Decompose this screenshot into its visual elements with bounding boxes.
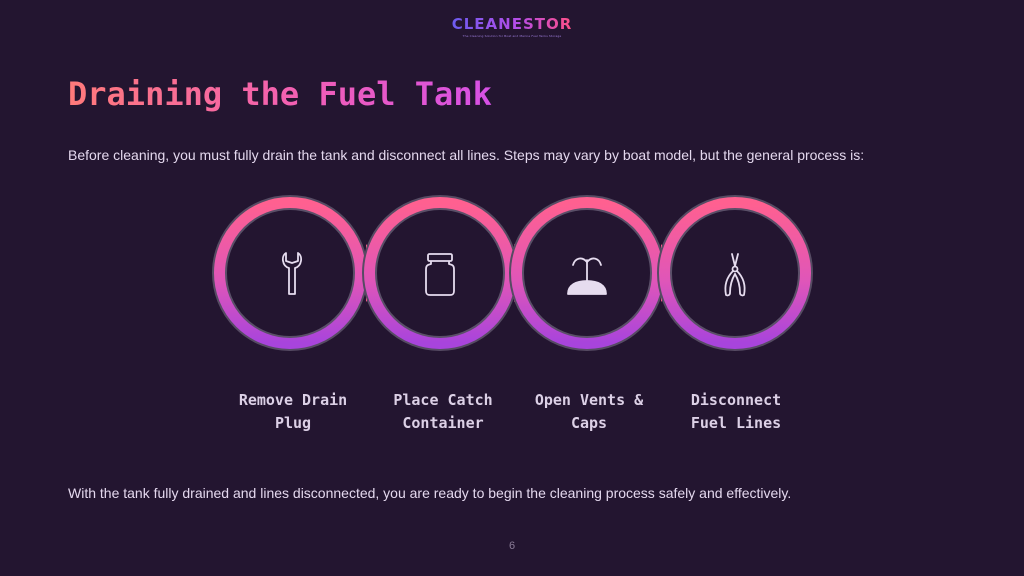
step-label-4: Disconnect Fuel Lines — [690, 391, 782, 432]
pliers-icon — [724, 253, 746, 297]
page-number: 6 — [508, 540, 516, 552]
step-ring-4 — [657, 195, 813, 351]
step-label-2: Place Catch Container — [393, 391, 493, 432]
fountain-icon — [567, 257, 607, 295]
jar-icon — [425, 253, 455, 296]
intro-text: Before cleaning, you must fully drain th… — [68, 147, 865, 163]
logo-text: CLEANESTOR — [451, 15, 573, 33]
step-label-1: Remove Drain Plug — [238, 391, 348, 432]
slide-title: Draining the Fuel Tank — [68, 72, 492, 116]
outro-text: With the tank fully drained and lines di… — [68, 485, 792, 501]
logo-tagline: The Cleaning Solution for Boat and Marin… — [462, 34, 562, 38]
step-ring-1 — [212, 195, 387, 351]
wrench-icon — [282, 252, 302, 295]
logo: CLEANESTOR The Cleaning Solution for Boa… — [0, 14, 1024, 38]
step-label-3: Open Vents & Caps — [534, 391, 644, 432]
